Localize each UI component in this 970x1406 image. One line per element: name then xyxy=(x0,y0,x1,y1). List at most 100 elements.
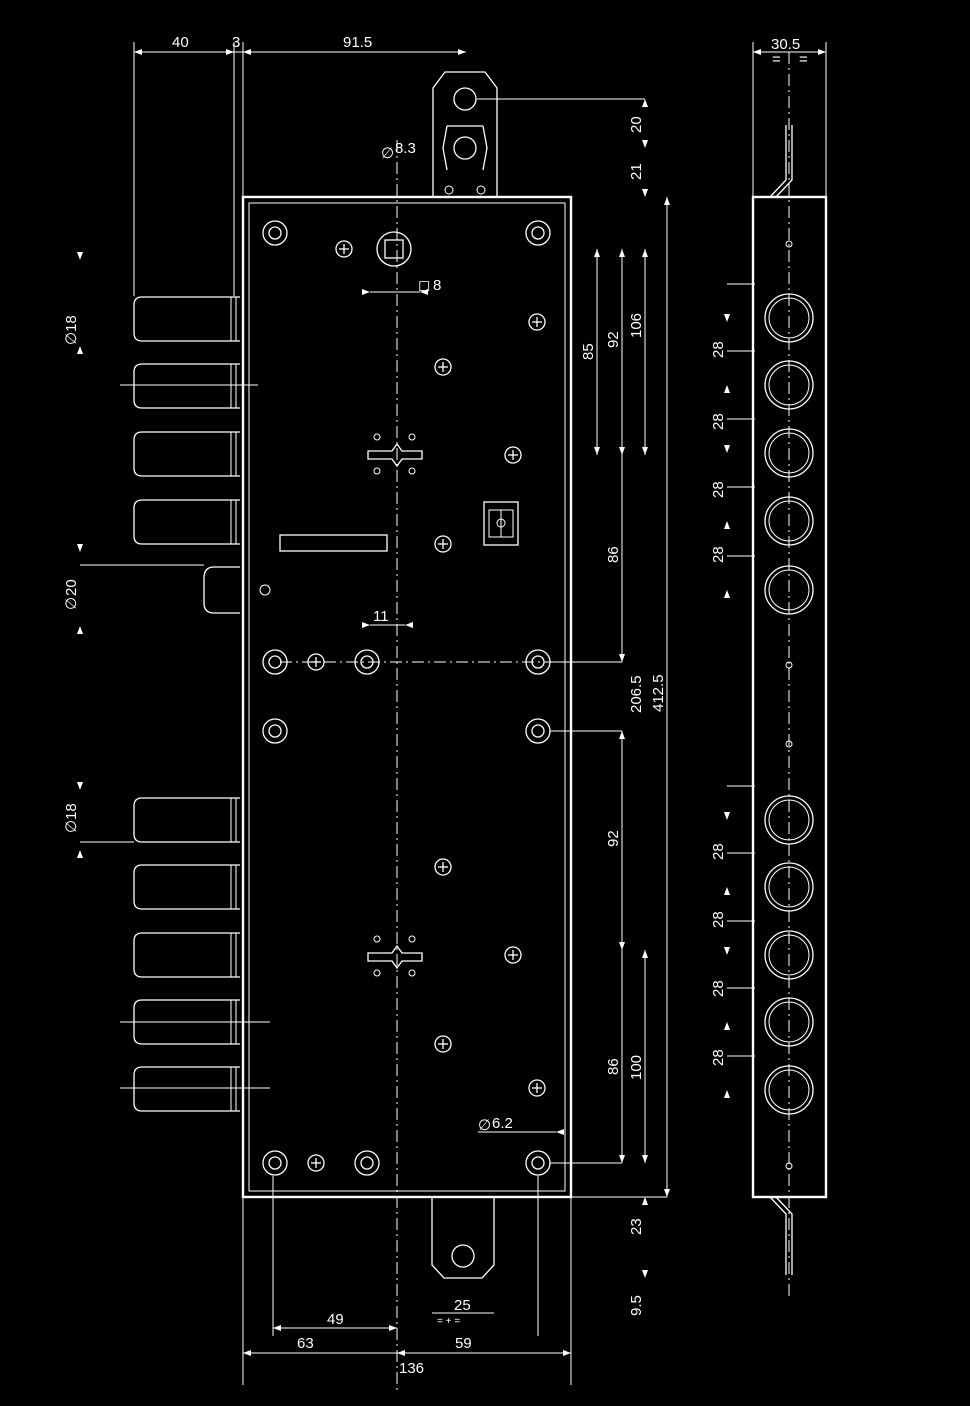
side-bolt-circle xyxy=(727,418,814,478)
dim-side-28-8: 28 xyxy=(710,1049,727,1066)
dim-dia-18-lower: 18 xyxy=(63,803,80,820)
dim-dia-6-2: 6.2 xyxy=(492,1115,513,1132)
dim-side-28-3: 28 xyxy=(710,481,727,498)
dim-side-28-6: 28 xyxy=(710,911,727,928)
dim-v-86-lower: 86 xyxy=(605,1058,622,1075)
arrow-head xyxy=(563,1350,571,1356)
latch-slot xyxy=(279,534,388,552)
dim-v-106: 106 xyxy=(628,313,645,338)
dim-v-92-upper: 92 xyxy=(605,331,622,348)
follower-mechanism-lower xyxy=(367,935,423,977)
latch-bolt xyxy=(203,566,271,614)
corner-screws xyxy=(262,220,551,1176)
side-bolt-circle xyxy=(727,1055,814,1115)
dim-11: 11 xyxy=(373,608,389,625)
dim-sq-8: 8 xyxy=(433,277,441,294)
arrow-head xyxy=(77,252,83,260)
dim-side-28-2: 28 xyxy=(710,413,727,430)
arrow-head xyxy=(724,1090,730,1098)
side-bolt-circle xyxy=(727,283,814,343)
dim-side-28-4: 28 xyxy=(710,546,727,563)
arrow-head xyxy=(724,947,730,955)
arrow-head xyxy=(642,1197,648,1205)
arrow-head xyxy=(243,49,251,55)
deadbolt xyxy=(133,431,240,477)
arrow-head xyxy=(458,49,466,55)
side-bolt-circle xyxy=(727,987,814,1047)
dim-top-91-5: 91.5 xyxy=(343,34,372,51)
cross-screw-icon xyxy=(528,1079,546,1097)
arrow-head xyxy=(724,590,730,598)
dim-v-92-lower: 92 xyxy=(605,830,622,847)
arrow-head xyxy=(77,544,83,552)
dim-bottom-136: 136 xyxy=(399,1360,424,1377)
dim-v-412-5: 412.5 xyxy=(650,674,667,712)
arrow-head xyxy=(389,1325,397,1331)
arrow-head xyxy=(362,289,370,295)
dim-bottom-25: 25 xyxy=(454,1297,471,1314)
follower-mechanism-upper xyxy=(367,433,423,475)
side-bolt-circle xyxy=(727,350,814,410)
arrow-head xyxy=(556,1129,564,1135)
spindle-hub xyxy=(376,231,412,267)
arrow-head xyxy=(642,99,648,107)
arrow-head xyxy=(724,314,730,322)
arrow-head xyxy=(77,850,83,858)
dim-top-3: 3 xyxy=(232,34,240,51)
deadbolt xyxy=(133,296,240,342)
dim-top-40: 40 xyxy=(172,34,189,51)
dim-dia-8-3: 8.3 xyxy=(395,140,416,157)
diameter-symbol-18-upper: ∅ xyxy=(63,332,80,345)
dim-eq-left: = xyxy=(772,51,781,68)
deadbolt xyxy=(133,797,240,843)
dim-v-21: 21 xyxy=(628,163,645,180)
deadbolt xyxy=(133,864,240,910)
arrow-head xyxy=(724,521,730,529)
arrow-head xyxy=(753,49,761,55)
dim-side-28-7: 28 xyxy=(710,980,727,997)
cross-screw-icon xyxy=(504,946,522,964)
diameter-symbol-18-lower: ∅ xyxy=(63,820,80,833)
diameter-symbol-6-2: ∅ xyxy=(478,1117,491,1134)
arrow-head xyxy=(594,447,600,455)
deadbolt xyxy=(133,932,240,978)
side-view-bolts xyxy=(727,283,814,1115)
arrow-head xyxy=(619,1155,625,1163)
cross-screw-icon xyxy=(504,446,522,464)
dim-side-28-1: 28 xyxy=(710,341,727,358)
cross-screw-icon xyxy=(528,313,546,331)
side-bolt-circle xyxy=(727,920,814,980)
lock-body-front-view xyxy=(241,140,622,1390)
arrow-head xyxy=(134,49,142,55)
cross-screw-icon xyxy=(434,858,452,876)
arrow-head xyxy=(77,346,83,354)
dim-dia-18-upper: 18 xyxy=(63,315,80,332)
arrow-head xyxy=(594,249,600,257)
dim-v-86-upper: 86 xyxy=(605,546,622,563)
deadbolt xyxy=(133,1066,240,1112)
arrow-head xyxy=(77,626,83,634)
dimension-labels: 40 3 91.5 30.5 = = ∅ 8.3 ◻ 8 11 ∅ 6.2 ∅ … xyxy=(63,34,808,1377)
cross-screw-icon xyxy=(307,653,325,671)
arrow-head xyxy=(724,1022,730,1030)
dim-v-206-5: 206.5 xyxy=(628,675,645,713)
deadbolt xyxy=(133,363,240,409)
cross-head-screws xyxy=(307,240,546,1172)
arrow-head xyxy=(642,1270,648,1278)
dim-bottom-63: 63 xyxy=(297,1335,314,1352)
arrow-head xyxy=(619,731,625,739)
dim-side-30-5: 30.5 xyxy=(771,36,800,53)
side-bolt-circle xyxy=(727,852,814,912)
arrow-head xyxy=(642,189,648,197)
cross-screw-icon xyxy=(434,1035,452,1053)
dimension-arrows xyxy=(77,49,826,1356)
diameter-symbol-20: ∅ xyxy=(63,597,80,610)
arrow-head xyxy=(724,887,730,895)
top-mounting-tab xyxy=(432,71,498,197)
deadbolt xyxy=(133,499,240,545)
arrow-head xyxy=(77,782,83,790)
arrow-head xyxy=(273,1325,281,1331)
deadbolts-lower xyxy=(133,797,240,1112)
arrow-head xyxy=(619,447,625,455)
deadbolts-upper xyxy=(133,296,240,545)
